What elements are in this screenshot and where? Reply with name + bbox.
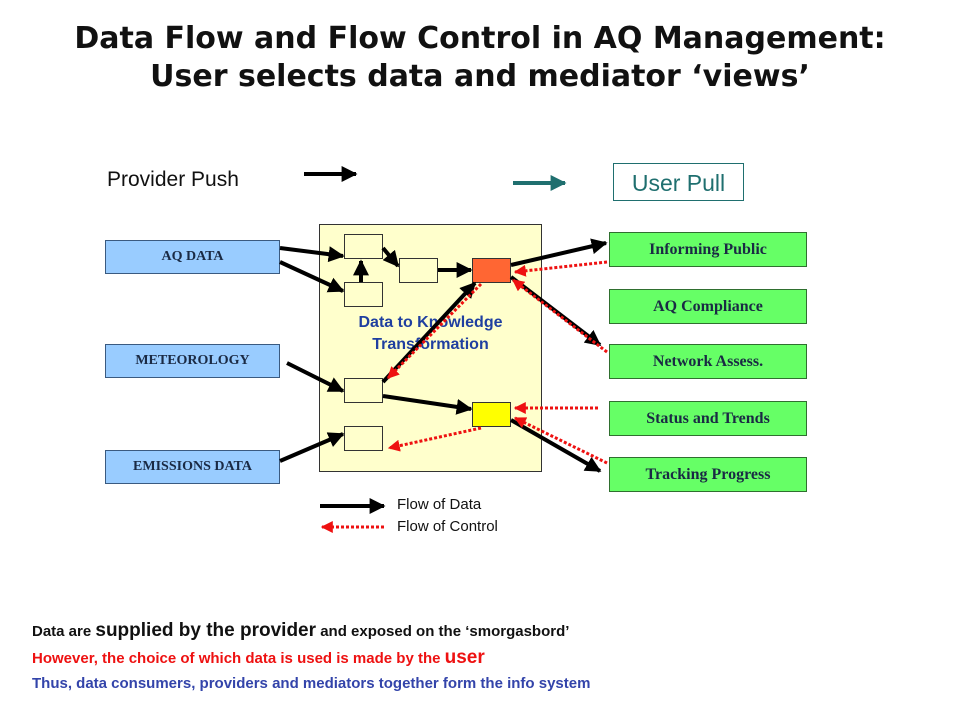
source-meteorology: METEOROLOGY <box>105 344 280 378</box>
dest-status-and-trends: Status and Trends <box>609 401 807 436</box>
control-arrow-yellow-to-b2 <box>387 426 482 452</box>
note-line-1-b: supplied by the provider <box>95 620 317 641</box>
note-line-2: However, the choice of which data is use… <box>32 647 485 669</box>
slide-title: Data Flow and Flow Control in AQ Managem… <box>0 20 960 96</box>
dest-tracking-progress: Tracking Progress <box>609 457 807 492</box>
legend-data-label: Flow of Data <box>397 496 482 513</box>
user-pull-label: User Pull <box>613 163 744 201</box>
title-line-2: User selects data and mediator ‘views’ <box>150 59 810 94</box>
note-line-2-b: user <box>444 647 485 668</box>
data-arrow-out-to-informing <box>510 238 608 267</box>
node-output-bottom <box>472 402 511 427</box>
node-b2 <box>344 426 383 451</box>
node-a2 <box>344 282 383 307</box>
data-arrow-aq-to-a2 <box>279 260 345 293</box>
transformation-label-line-1: Data to Knowledge <box>358 314 503 331</box>
legend-control-label: Flow of Control <box>397 518 498 535</box>
note-line-2-a: However, the choice of which data is use… <box>32 650 445 667</box>
data-arrow-b1-to-out <box>381 281 477 384</box>
source-emissions-data: EMISSIONS DATA <box>105 450 280 484</box>
data-arrow-b1-to-yellow <box>382 394 473 415</box>
node-a1 <box>344 234 383 259</box>
node-output-top <box>472 258 511 283</box>
note-line-1-a: Data are <box>32 623 96 640</box>
data-arrow-a1-to-a3 <box>381 246 400 268</box>
note-line-1-c: and exposed on the ‘smorgasbord’ <box>316 623 570 640</box>
transformation-label-line-2: Transformation <box>372 336 489 353</box>
title-line-1: Data Flow and Flow Control in AQ Managem… <box>74 21 886 56</box>
data-arrow-yellow-to-tracking <box>510 418 602 473</box>
data-arrow-emis-to-b2 <box>279 432 345 463</box>
dest-informing-public: Informing Public <box>609 232 807 267</box>
note-line-1: Data are supplied by the provider and ex… <box>32 620 569 642</box>
node-b1 <box>344 378 383 403</box>
data-arrow-aq-to-a1 <box>279 246 345 263</box>
provider-push-label: Provider Push <box>107 168 239 191</box>
dest-network-assess: Network Assess. <box>609 344 807 379</box>
source-aq-data: AQ DATA <box>105 240 280 274</box>
data-arrow-met-to-b1 <box>286 361 345 393</box>
dest-aq-compliance: AQ Compliance <box>609 289 807 324</box>
note-line-3: Thus, data consumers, providers and medi… <box>32 675 591 692</box>
transformation-label: Data to Knowledge Transformation <box>319 312 542 356</box>
node-a3 <box>399 258 438 283</box>
control-arrow-tracking-to-yellow <box>513 416 608 465</box>
control-arrow-out-to-b1 <box>386 282 483 380</box>
control-arrow-informing-to-out <box>513 260 608 277</box>
